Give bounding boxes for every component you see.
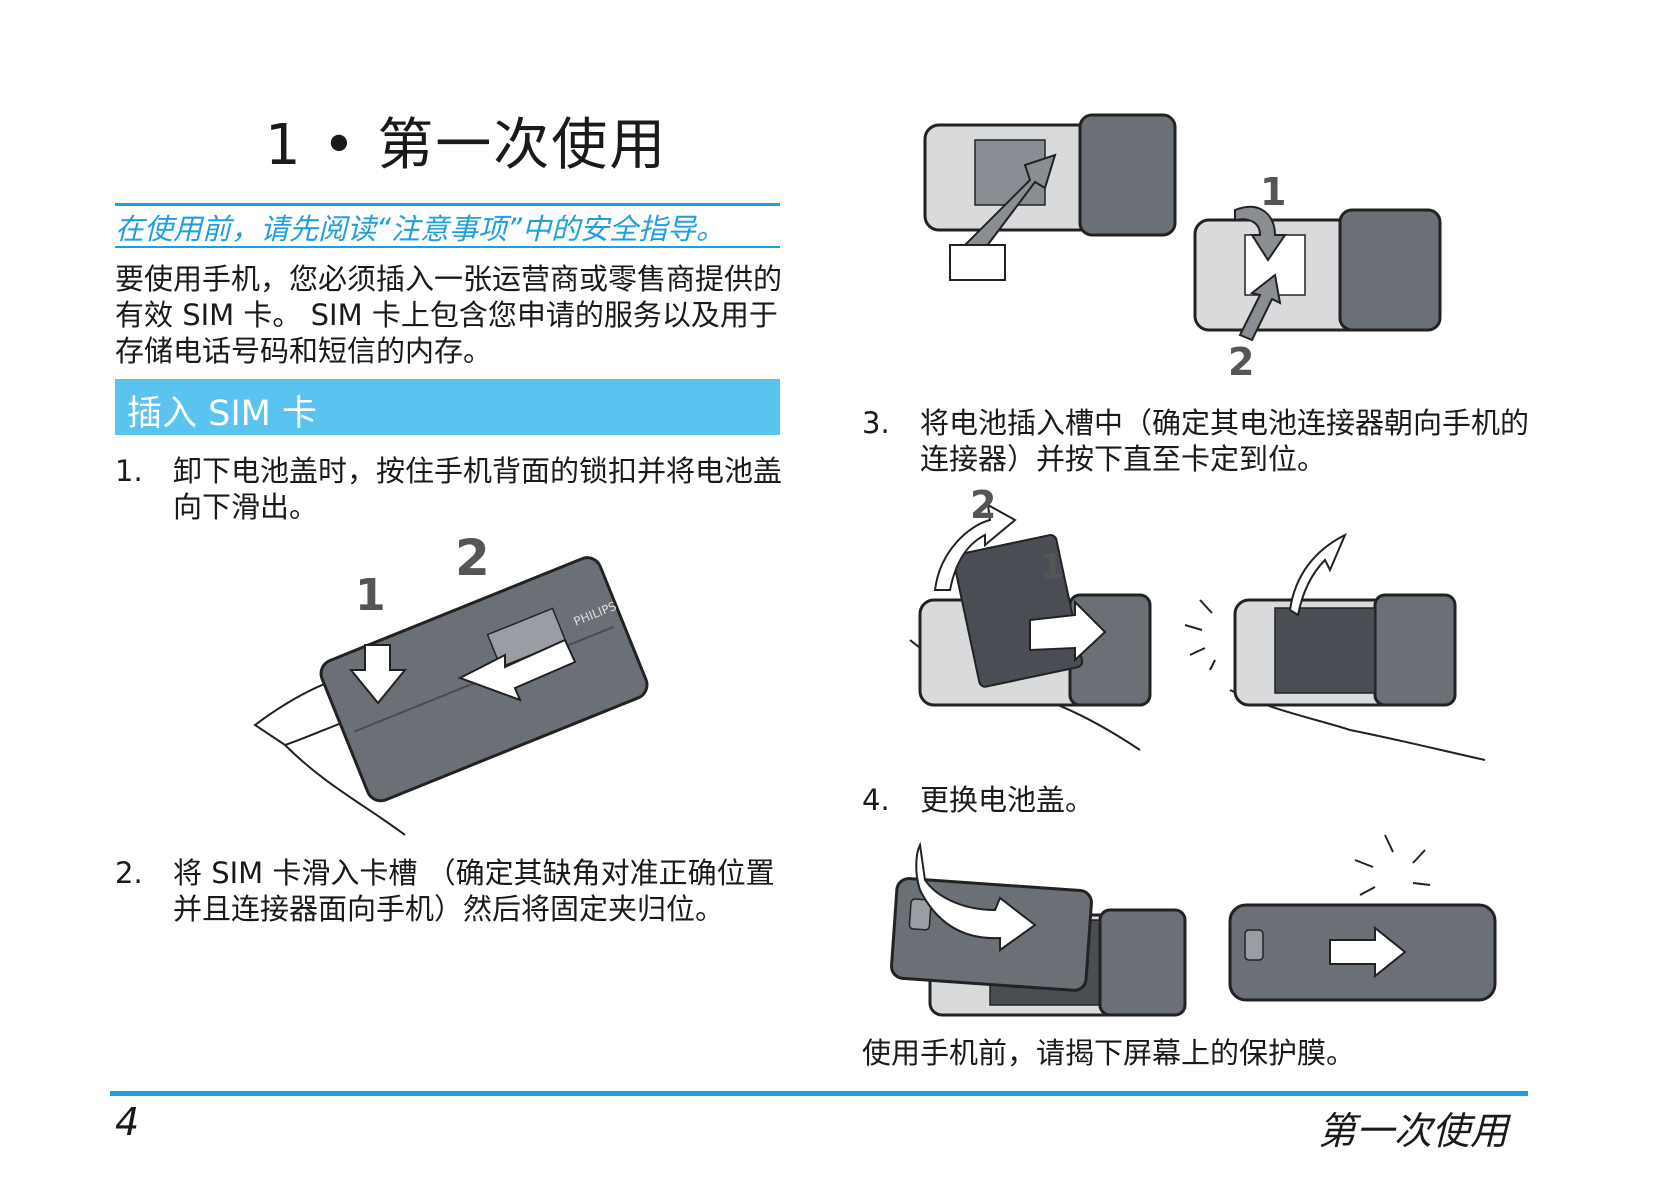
figure-insert-sim <box>923 113 1177 281</box>
step-number: 4. <box>862 783 890 817</box>
figure-label: 2 <box>1228 340 1254 384</box>
page-title: 1 • 第一次使用 <box>265 113 668 178</box>
figure-replace-cover <box>890 841 1187 1017</box>
safety-note: 在使用前，请先阅读“注意事项”中的安全指导。 <box>115 212 726 246</box>
step-text: 卸下电池盖时，按住手机背面的锁扣并将电池盖向下滑出。 <box>173 454 783 524</box>
step-text: 更换电池盖。 <box>920 783 1095 817</box>
step-3: 3. 将电池插入槽中（确定其电池连接器朝向手机的连接器）并按下直至卡定到位。 <box>862 405 1542 485</box>
figure-label: 1 <box>355 570 386 621</box>
figure-remove-cover: PHILIPS 1 2 <box>253 529 649 836</box>
final-note: 使用手机前，请揭下屏幕上的保护膜。 <box>862 1036 1356 1070</box>
footer-rule <box>110 1091 1528 1096</box>
figure-cover-locked <box>1228 834 1497 1002</box>
step-4: 4. 更换电池盖。 <box>862 782 1542 822</box>
section-heading-band: 插入 SIM 卡 <box>115 379 780 435</box>
step-number: 1. <box>115 454 143 488</box>
figure-label: 1 <box>1260 170 1286 214</box>
step-text: 将电池插入槽中（确定其电池连接器朝向手机的连接器）并按下直至卡定到位。 <box>920 406 1530 476</box>
figure-label: 2 <box>455 529 490 587</box>
figure-sim-clip: 1 2 <box>1193 170 1442 384</box>
step-text: 将 SIM 卡滑入卡槽 （确定其缺角对准正确位置并且连接器面向手机）然后将固定夹… <box>173 856 775 926</box>
section-heading: 插入 SIM 卡 <box>127 394 317 434</box>
note-rule-top <box>115 203 780 206</box>
figure-label: 1 <box>1040 547 1064 587</box>
step-number: 3. <box>862 406 890 440</box>
figure-battery-seated <box>1184 532 1486 761</box>
intro-paragraph: 要使用手机，您必须插入一张运营商或零售商提供的有效 SIM 卡。 SIM 卡上包… <box>115 262 783 368</box>
step-1: 1. 卸下电池盖时，按住手机背面的锁扣并将电池盖向下滑出。 <box>115 453 785 533</box>
note-rule-bottom <box>115 246 780 248</box>
figure-insert-battery: 2 1 <box>909 483 1152 751</box>
figure-label: 2 <box>970 483 996 527</box>
footer-chapter-title: 第一次使用 <box>1318 1109 1509 1153</box>
step-2: 2. 将 SIM 卡滑入卡槽 （确定其缺角对准正确位置并且连接器面向手机）然后将… <box>115 855 785 965</box>
page-number: 4 <box>115 1100 140 1144</box>
step-number: 2. <box>115 856 143 890</box>
